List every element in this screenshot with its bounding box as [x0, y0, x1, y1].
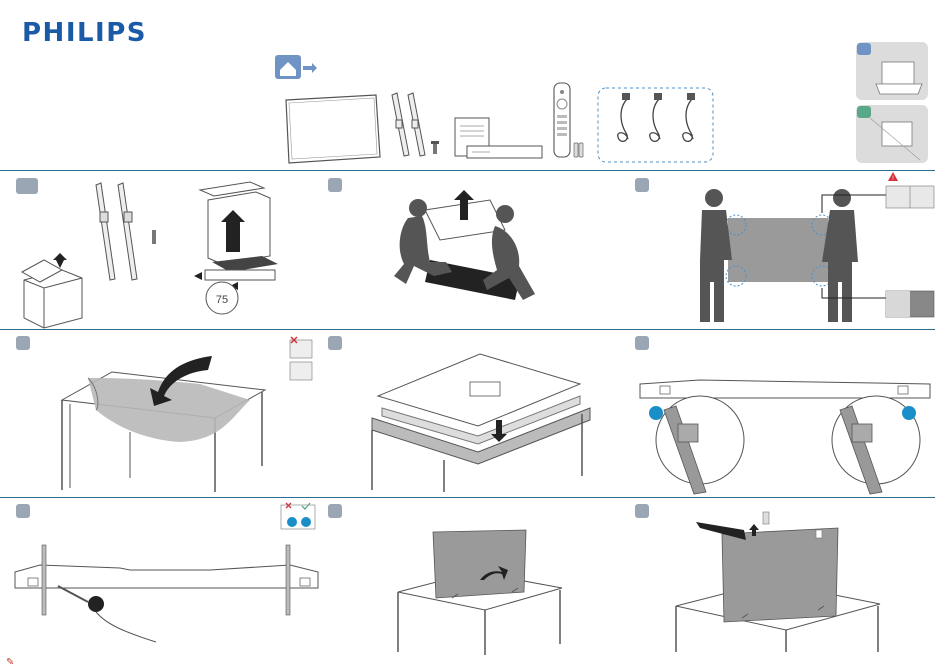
section-divider-3: [0, 497, 935, 498]
lift-box-icon: [328, 178, 535, 300]
pdf-icon[interactable]: ✎: [6, 657, 14, 668]
manual-icon: [455, 118, 542, 158]
cable-clip-icon: [635, 504, 880, 652]
section-divider-1: [0, 170, 935, 171]
carry-tv-icon: !: [635, 172, 934, 322]
lay-cloth-icon: [16, 336, 312, 492]
unbox-icon: 75: [16, 178, 278, 328]
attach-stand-icon: [635, 336, 930, 494]
stand-option-icon: [856, 42, 928, 100]
power-cords-icon: [598, 88, 713, 162]
screw-stand-icon: [15, 503, 318, 642]
tv-panel-icon: [286, 95, 380, 163]
remote-control-icon: [554, 83, 583, 157]
place-tv-icon: [328, 336, 590, 492]
screw-icon: [431, 141, 439, 154]
stand-legs-icon: [392, 93, 425, 156]
wall-mount-option-icon: [856, 105, 928, 163]
section-divider-2: [0, 329, 935, 330]
stand-tv-icon: [328, 504, 562, 655]
unpack-box-icon: [275, 55, 317, 79]
svg-text:75: 75: [216, 294, 228, 306]
